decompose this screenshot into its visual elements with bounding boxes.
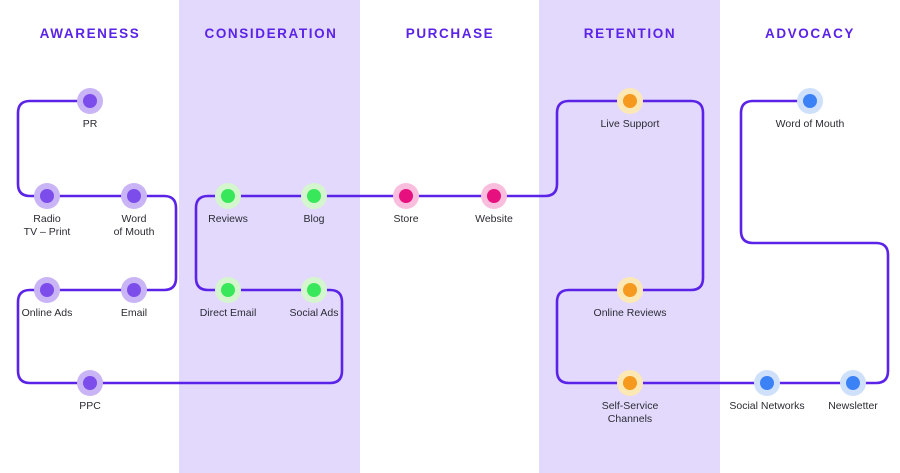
- stage-header-purchase: PURCHASE: [405, 26, 495, 41]
- node-core-live-support: [623, 94, 637, 108]
- node-core-direct-email: [221, 283, 235, 297]
- node-label-website: Website: [475, 213, 513, 225]
- stage-band-consideration: [179, 0, 360, 473]
- node-core-ppc: [83, 376, 97, 390]
- awareness-to-consideration: [88, 194, 344, 385]
- node-social-ads[interactable]: [301, 277, 327, 303]
- stage-header-awareness: AWARENESS: [39, 26, 141, 41]
- node-core-word-of-mouth-b: [803, 94, 817, 108]
- node-label-store: Store: [393, 213, 419, 225]
- node-social-networks[interactable]: [754, 370, 780, 396]
- node-label-blog: Blog: [303, 213, 325, 225]
- node-label-direct-email: Direct Email: [199, 307, 257, 319]
- node-label-radio-tv-print: Radio TV – Print: [23, 213, 71, 238]
- node-core-blog: [307, 189, 321, 203]
- node-newsletter[interactable]: [840, 370, 866, 396]
- node-label-ppc: PPC: [79, 400, 101, 412]
- node-core-reviews: [221, 189, 235, 203]
- retention-to-advocacy: [628, 99, 890, 385]
- node-core-website: [487, 189, 501, 203]
- node-online-ads[interactable]: [34, 277, 60, 303]
- node-blog[interactable]: [301, 183, 327, 209]
- node-email[interactable]: [121, 277, 147, 303]
- stage-header-retention: RETENTION: [583, 26, 677, 41]
- node-core-social-networks: [760, 376, 774, 390]
- node-label-self-service: Self-Service Channels: [601, 400, 659, 425]
- node-label-pr: PR: [82, 118, 98, 130]
- node-label-online-ads: Online Ads: [21, 307, 73, 319]
- awareness-path: [16, 99, 178, 385]
- node-self-service[interactable]: [617, 370, 643, 396]
- node-direct-email[interactable]: [215, 277, 241, 303]
- node-label-reviews: Reviews: [208, 213, 248, 225]
- node-website[interactable]: [481, 183, 507, 209]
- node-live-support[interactable]: [617, 88, 643, 114]
- stage-header-consideration: CONSIDERATION: [204, 26, 338, 41]
- node-core-pr: [83, 94, 97, 108]
- node-word-of-mouth-b[interactable]: [797, 88, 823, 114]
- node-label-social-ads: Social Ads: [289, 307, 339, 319]
- node-store[interactable]: [393, 183, 419, 209]
- node-reviews[interactable]: [215, 183, 241, 209]
- node-online-reviews[interactable]: [617, 277, 643, 303]
- node-core-self-service: [623, 376, 637, 390]
- node-core-social-ads: [307, 283, 321, 297]
- node-word-of-mouth-a[interactable]: [121, 183, 147, 209]
- node-pr[interactable]: [77, 88, 103, 114]
- node-label-online-reviews: Online Reviews: [593, 307, 667, 319]
- node-core-store: [399, 189, 413, 203]
- node-label-word-of-mouth-b: Word of Mouth: [775, 118, 845, 130]
- node-label-newsletter: Newsletter: [828, 400, 878, 412]
- node-core-email: [127, 283, 141, 297]
- node-label-word-of-mouth-a: Word of Mouth: [113, 213, 155, 238]
- node-radio-tv-print[interactable]: [34, 183, 60, 209]
- node-core-radio-tv-print: [40, 189, 54, 203]
- node-label-social-networks: Social Networks: [729, 400, 805, 412]
- node-core-word-of-mouth-a: [127, 189, 141, 203]
- node-core-online-ads: [40, 283, 54, 297]
- node-core-online-reviews: [623, 283, 637, 297]
- node-label-email: Email: [120, 307, 148, 319]
- purchase-to-retention: [492, 99, 705, 385]
- stage-header-advocacy: ADVOCACY: [764, 26, 856, 41]
- node-label-live-support: Live Support: [600, 118, 660, 130]
- node-ppc[interactable]: [77, 370, 103, 396]
- node-core-newsletter: [846, 376, 860, 390]
